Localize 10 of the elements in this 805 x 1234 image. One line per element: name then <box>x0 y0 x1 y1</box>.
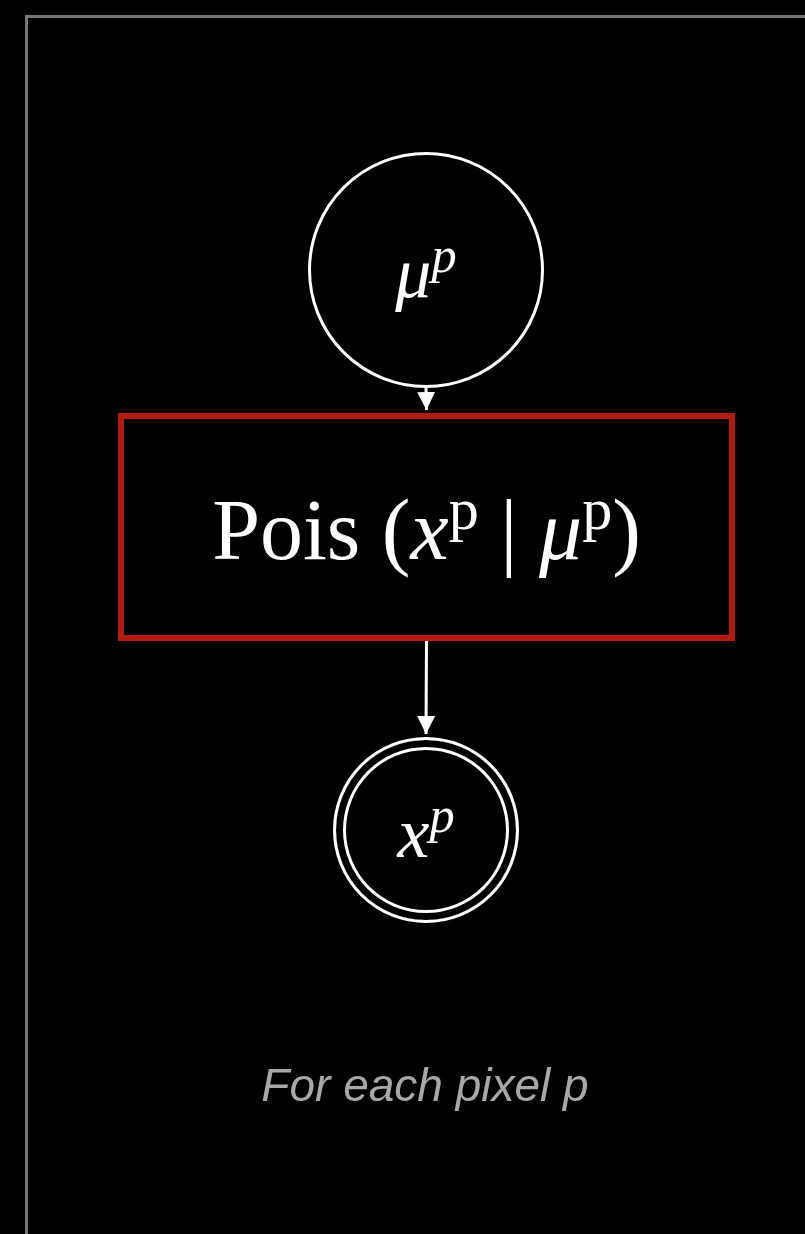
arrow <box>417 641 436 734</box>
observed-node-circle <box>333 737 519 923</box>
variable-label: μ$^{p}$ <box>395 225 457 315</box>
plate-box <box>25 15 805 1234</box>
latent-node-circle <box>308 152 544 388</box>
factor-box <box>118 413 735 641</box>
formula: Pois (x$^{p}$ | μ$^{p}$) <box>212 474 641 580</box>
arrow <box>417 387 436 411</box>
plate-label: For each pixel p <box>260 1058 590 1112</box>
variable-label: x$^{p}$ <box>397 785 455 875</box>
